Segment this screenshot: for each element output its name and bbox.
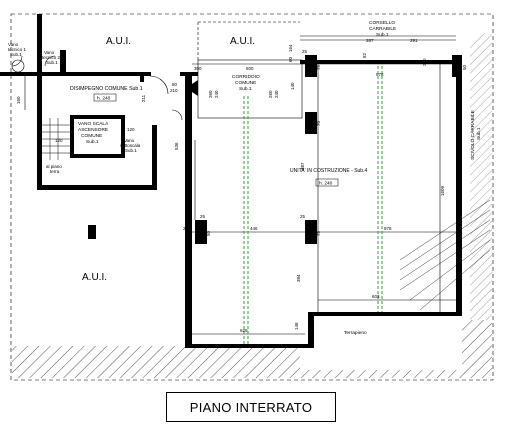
dim-25b: 25 [300, 214, 306, 219]
disimpegno-height: h. 240 [97, 96, 111, 102]
al-piano-terra-2: terra [50, 169, 60, 174]
dim-287: 287 [366, 38, 374, 43]
dim-50b: 50 [462, 64, 467, 70]
soil-hatch-right [470, 30, 492, 320]
dim-211: 211 [141, 94, 146, 102]
al-piano-terra-1: al piano [46, 164, 62, 169]
dim-160: 160 [16, 96, 21, 104]
dim-164: 164 [288, 44, 293, 52]
dim-603: 603 [372, 294, 380, 299]
dim-120a: 120 [55, 138, 63, 143]
unita-height: h. 240 [319, 181, 333, 187]
dim-978a: 978 [376, 72, 384, 77]
dim-300: 300 [194, 66, 202, 71]
vano-tecnico-1-label: Vano [8, 42, 19, 47]
property-boundary [10, 13, 494, 381]
corsello-label-3: Sub.1 [376, 32, 389, 38]
dim-82: 82 [362, 52, 367, 58]
room-aui-top-left: A.U.I. [106, 36, 131, 47]
vano-scala-label-3: COMUNE [81, 133, 102, 139]
dimension-texts: 160 80 210 211 120 120 536 1140 600 300 … [16, 38, 467, 333]
dim-210: 210 [170, 88, 178, 93]
plan-title: PIANO INTERRATO [166, 392, 336, 422]
corridoio-label-3: Sub.1 [239, 86, 252, 92]
vano-tecnico-2-label-c: Sub.1 [46, 60, 58, 65]
dim-384: 384 [296, 274, 301, 282]
dim-25a: 25 [302, 49, 308, 54]
vano-tecnico-2-label-b: tecnico 2 [42, 55, 61, 60]
dim-240a: 240 [214, 90, 219, 98]
corsello-label-2: CARRABILE [369, 26, 396, 32]
corridoio-label-2: COMUNE [235, 80, 256, 86]
unita-label: UNITA' IN COSTRUZIONE - Sub.4 [290, 168, 367, 174]
dim-75a: 75 [316, 64, 321, 70]
dim-140: 140 [290, 82, 295, 90]
dim-256: 256 [183, 226, 191, 231]
vano-tecnico-1-label-c: Sub.1 [10, 52, 22, 57]
dim-70: 70 [316, 120, 321, 126]
dim-1140: 1140 [186, 180, 191, 190]
scivolo-sub: Sub.1 [476, 127, 482, 140]
disimpegno-label: DISIMPEGNO COMUNE Sub.1 [70, 86, 143, 92]
room-aui-top-mid: A.U.I. [230, 36, 255, 47]
dim-120b: 120 [127, 127, 135, 132]
room-aui-bottom: A.U.I. [82, 272, 107, 283]
dim-148: 148 [294, 322, 299, 330]
dim-260a: 260 [208, 90, 213, 98]
dim-1609: 1609 [440, 185, 445, 196]
dim-260b: 260 [268, 90, 273, 98]
thin-lines [11, 21, 456, 335]
dim-978b: 978 [384, 226, 392, 231]
dim-75b: 75 [316, 230, 321, 236]
dim-536: 536 [174, 142, 179, 150]
corridoio-label-1: CORRIDOIO [232, 74, 260, 80]
dim-446: 446 [250, 226, 258, 231]
vano-tecnico-1-label-b: tecnico 1 [8, 47, 27, 52]
terrapieno-label: Terrapieno [344, 330, 367, 336]
dim-80: 80 [172, 82, 178, 87]
vano-scala-label-4: Sub.1 [86, 139, 99, 145]
dim-291: 291 [410, 38, 418, 43]
soil-hatch-bottom [12, 320, 492, 378]
dim-629: 629 [240, 328, 248, 333]
scivolo-label: SCIVOLO CARRABILE [470, 110, 476, 160]
vano-scala-label-1: VANO SCALA [78, 121, 109, 127]
dim-600: 600 [246, 66, 254, 71]
corsello-label-1: CORSELLO [369, 20, 395, 26]
dim-50a: 50 [206, 230, 211, 236]
dim-60: 60 [288, 56, 293, 62]
dim-387: 387 [300, 162, 305, 170]
disimpegno-height-box [93, 93, 117, 102]
vano-sottoscala-label-1: Vano [124, 138, 135, 143]
dim-240c: 240 [422, 58, 427, 66]
dim-25c: 25 [200, 214, 206, 219]
vano-sottoscala-label-2: sottoscala [120, 143, 141, 148]
dim-240b: 240 [274, 90, 279, 98]
green-markers [243, 66, 383, 344]
vano-tecnico-2-label: Vano [44, 50, 55, 55]
unita-height-box [315, 178, 339, 187]
vano-sottoscala-label-3: Sub.1 [125, 148, 137, 153]
vano-scala-label-2: ASCENSORE [78, 127, 108, 133]
